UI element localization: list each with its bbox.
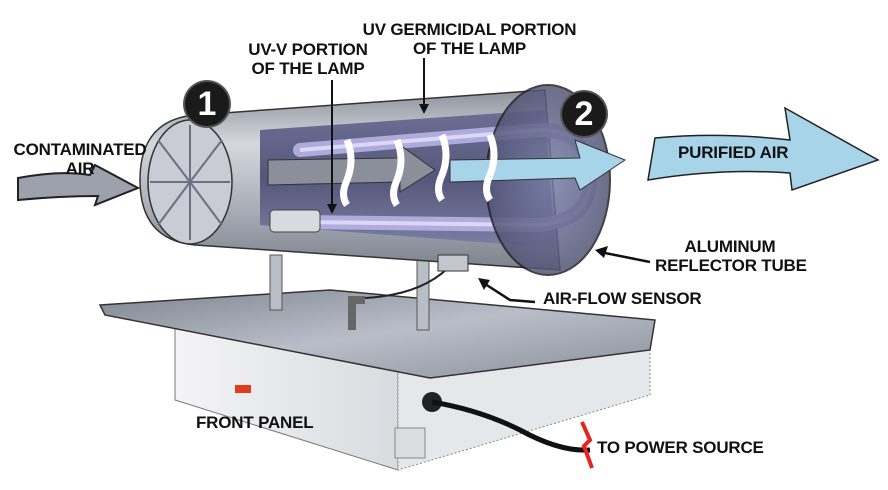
leader-uv-germicidal-head — [419, 104, 429, 114]
support-post-right — [416, 257, 430, 331]
support-post-left — [269, 254, 283, 311]
label-uv-germicidal-line1: UV GERMICIDAL PORTION — [362, 20, 577, 39]
leader-airflow-sensor — [481, 280, 536, 304]
base-unit — [98, 289, 656, 471]
label-aluminum-reflector-tube: ALUMINUM REFLECTOR TUBE — [655, 237, 807, 275]
uv-rays — [340, 133, 498, 208]
label-front-panel: FRONT PANEL — [196, 413, 314, 432]
label-purified-air: PURIFIED AIR — [678, 143, 789, 162]
label-uv-v-line2: OF THE LAMP — [251, 59, 365, 78]
fan-blades — [150, 125, 230, 240]
front-panel-switch — [235, 385, 251, 393]
power-cord — [431, 399, 591, 453]
label-air-flow-sensor: AIR-FLOW SENSOR — [543, 289, 702, 308]
leader-airflow-sensor-head — [478, 278, 490, 290]
airflow-sensor-device — [437, 254, 469, 272]
arrow-purified-air — [647, 106, 880, 192]
sensor-pipe — [348, 296, 365, 330]
arrow-contaminated-air — [17, 163, 141, 207]
label-uv-v-line1: UV-V PORTION — [248, 40, 368, 59]
stage-2-badge: 2 — [562, 92, 606, 136]
label-uv-germicidal-line2: OF THE LAMP — [412, 39, 526, 58]
leader-reflector-head — [595, 246, 608, 258]
base-foot — [394, 427, 426, 459]
base-plate — [98, 289, 656, 379]
flow-arrow-purified-inner — [449, 139, 627, 191]
label-uv-v-portion: UV-V PORTION OF THE LAMP — [238, 40, 378, 78]
label-uv-germicidal: UV GERMICIDAL PORTION OF THE LAMP — [352, 20, 587, 58]
stage-1-badge: 1 — [185, 82, 229, 126]
label-contaminated-air: CONTAMINATED AIR — [10, 140, 150, 178]
label-reflector-line1: ALUMINUM — [684, 237, 776, 256]
leader-reflector — [599, 250, 651, 264]
power-cord-break — [580, 421, 594, 469]
label-contaminated-air-line1: CONTAMINATED — [13, 140, 147, 159]
leader-uv-v-head — [327, 204, 337, 214]
label-contaminated-air-line2: AIR — [65, 159, 95, 178]
lamp-clamp — [269, 209, 321, 233]
label-reflector-line2: REFLECTOR TUBE — [655, 256, 807, 275]
sensor-wire — [364, 267, 449, 299]
label-to-power-source: TO POWER SOURCE — [597, 438, 764, 457]
